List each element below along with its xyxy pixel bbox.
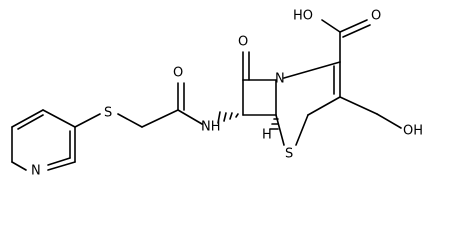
atom-label-ring-n: N xyxy=(275,72,285,87)
bond-c2-s xyxy=(295,114,309,146)
bond-pyridine xyxy=(11,109,44,128)
hashed-wedge-c7-nh xyxy=(217,111,239,124)
pyridine-ring xyxy=(11,109,76,171)
bond-pyridine xyxy=(11,161,27,171)
carboxylic-acid xyxy=(321,19,371,63)
bond-cooh-o-double xyxy=(342,24,371,38)
atom-label-stereo-h: H xyxy=(262,128,272,143)
atom-label-ring-s: S xyxy=(285,147,293,162)
side-chain xyxy=(74,82,203,128)
bond-c3-ch2 xyxy=(339,96,378,115)
bond-ch2-oh xyxy=(376,113,402,129)
atom-label-hydroxymethyl-oh: OH xyxy=(403,124,423,139)
bond-pyridine-double xyxy=(47,157,71,166)
bond-co-nh xyxy=(177,109,203,125)
atom-label-carboxylic-oh: HO xyxy=(293,9,313,24)
beta-lactam-ring xyxy=(242,51,277,116)
atom-label-amide-o: O xyxy=(173,66,183,81)
atom-label-acid-carbonyl-o: O xyxy=(371,9,381,24)
bond-pyridine xyxy=(42,109,76,128)
structure-canvas: HO O O O N NH S S H OH N xyxy=(11,9,423,179)
chemical-structure: HO O O O N NH S S H OH N xyxy=(11,9,423,179)
bond-aryl-s xyxy=(74,113,101,128)
bond-pyridine-double xyxy=(17,114,44,130)
atom-label-beta-lactam-o: O xyxy=(238,35,248,50)
bond-pyridine xyxy=(47,161,76,171)
atom-label-pyridine-n: N xyxy=(31,164,41,179)
bond-cooh-o xyxy=(339,19,368,33)
hydroxymethyl xyxy=(339,96,402,129)
atom-label-thioether-s: S xyxy=(104,106,112,121)
bond-n-c4 xyxy=(283,61,341,79)
bond-ch2-co xyxy=(141,109,179,128)
atom-label-amide-nh: NH xyxy=(201,120,221,135)
bond-s-ch2 xyxy=(117,113,143,128)
bond-c3-c2 xyxy=(307,96,341,116)
bond-s-c6 xyxy=(275,114,285,146)
bond-cooh-oh xyxy=(321,19,341,33)
dihydrothiazine-ring xyxy=(275,61,341,146)
